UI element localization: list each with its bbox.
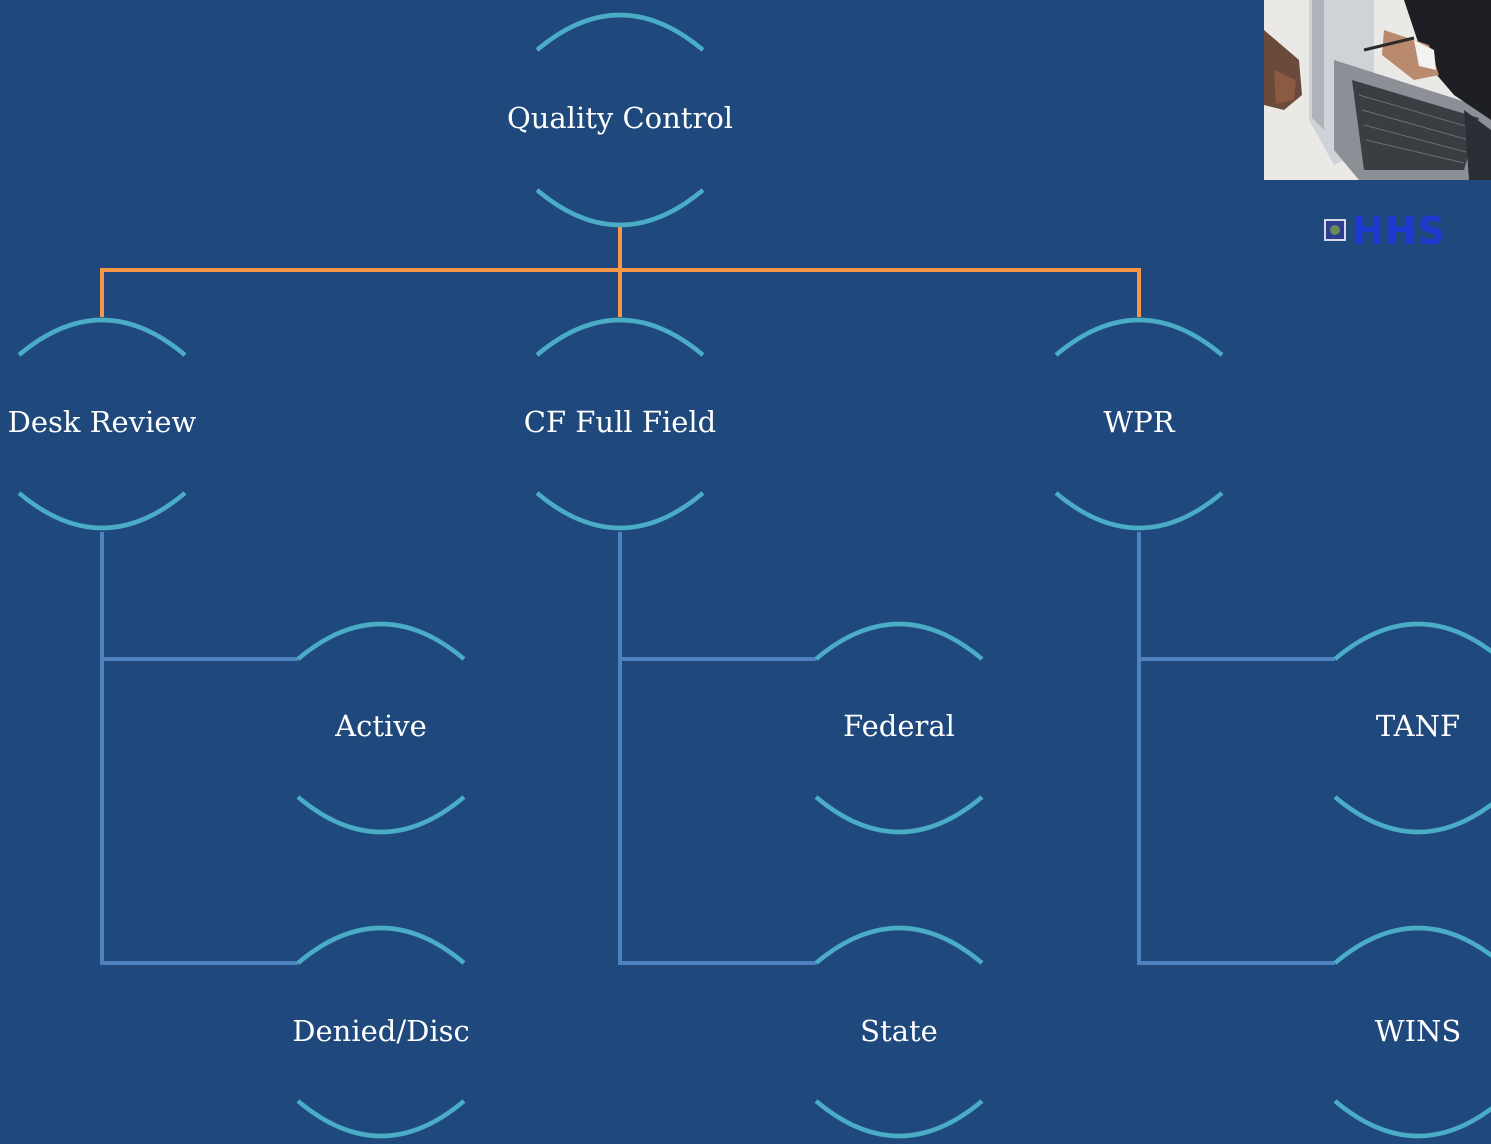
connector-cf-full-field-children [618,532,816,965]
bracket-top-denied-disc [296,925,466,965]
bracket-top-cf-full-field [535,317,705,357]
node-quality-control: Quality Control [506,101,734,135]
connector-desk-review-children [100,532,298,965]
connector-wpr-children [1137,532,1335,965]
hhs-seal-icon [1324,219,1346,241]
bracket-bottom-federal [814,795,984,835]
node-state: State [860,1014,938,1048]
node-active: Active [335,709,427,743]
hhs-logo: HHS [1318,210,1491,252]
bracket-top-tanf [1333,621,1491,661]
bracket-top-wins [1333,925,1491,965]
node-tanf: TANF [1375,709,1461,743]
node-wpr: WPR [1103,405,1175,439]
bracket-bottom-active [296,795,466,835]
bracket-bottom-state [814,1099,984,1139]
bracket-bottom-cf-full-field [535,491,705,531]
node-desk-review: Desk Review [7,405,197,439]
bracket-top-state [814,925,984,965]
bracket-top-desk-review [17,317,187,357]
bracket-bottom-denied-disc [296,1099,466,1139]
laptop-photo [1264,0,1491,180]
bracket-top-wpr [1054,317,1224,357]
node-denied-disc: Denied/Disc [292,1014,470,1048]
hhs-logo-text: HHS [1352,209,1446,253]
node-cf-full-field: CF Full Field [523,405,717,439]
bracket-bottom-wpr [1054,491,1224,531]
node-wins: WINS [1374,1014,1462,1048]
bracket-top-quality-control [535,12,705,52]
bracket-bottom-tanf [1333,795,1491,835]
bracket-bottom-wins [1333,1099,1491,1139]
node-federal: Federal [843,709,955,743]
bracket-bottom-desk-review [17,491,187,531]
bracket-top-federal [814,621,984,661]
bracket-bottom-quality-control [535,188,705,228]
bracket-top-active [296,621,466,661]
